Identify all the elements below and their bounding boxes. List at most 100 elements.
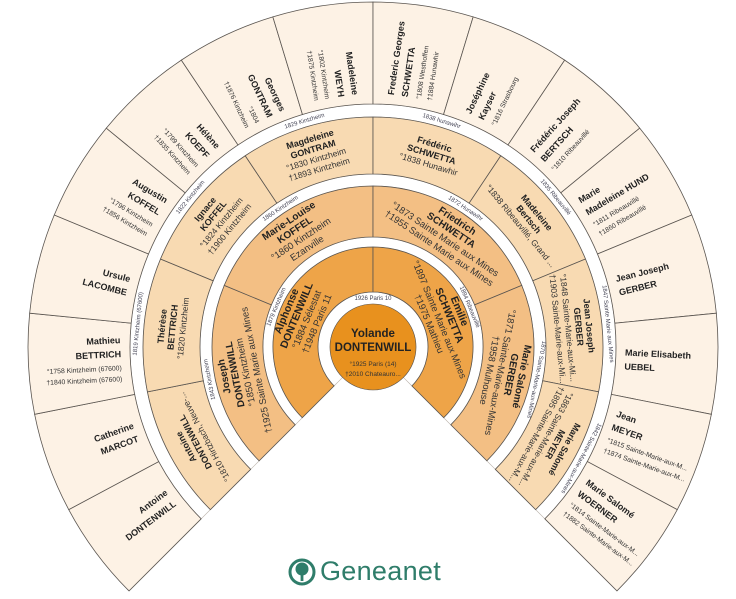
geneanet-logo[interactable]: Geneanet bbox=[288, 556, 441, 587]
death-info-part: † bbox=[222, 81, 230, 88]
root-last-name-part: DONTENWILL bbox=[335, 342, 412, 354]
person-first-name: Thérèse bbox=[156, 309, 169, 344]
person-first-name: Mathieu bbox=[86, 335, 120, 347]
death-info-part: † bbox=[427, 96, 435, 101]
person-last-name: GERBER bbox=[572, 307, 586, 347]
birth-info-part: ° bbox=[409, 259, 421, 267]
birth-info-part: ° bbox=[222, 476, 232, 484]
person-last-name: WEYH bbox=[332, 70, 346, 98]
root-circle[interactable] bbox=[329, 303, 417, 391]
root-death-info: †2010 Chateauro... bbox=[345, 371, 401, 378]
person-wedge[interactable] bbox=[372, 246, 474, 419]
death-info-part: † bbox=[411, 293, 423, 302]
birth-info-part: ° bbox=[490, 121, 499, 127]
root-birth-info: °1925 Paris (14) bbox=[349, 360, 396, 368]
birth-info-part: ° bbox=[389, 200, 398, 211]
root-last-name: DONTENWILL bbox=[335, 342, 412, 354]
person-last-name-part: UEBEL bbox=[624, 362, 655, 374]
death-info-part: † bbox=[287, 172, 295, 183]
tree-icon bbox=[288, 558, 316, 585]
person-last-name: BETTRICH bbox=[75, 349, 121, 361]
marriage-info: 1926 Paris 10 bbox=[354, 296, 392, 302]
person-wedge[interactable] bbox=[450, 284, 535, 462]
person-first-name-part: Mathieu bbox=[86, 335, 120, 347]
birth-info-part: ° bbox=[269, 252, 278, 263]
person-last-name-part: BETTRICH bbox=[75, 349, 121, 361]
birth-info-part: ° bbox=[506, 308, 518, 314]
person-wedge[interactable] bbox=[494, 380, 600, 511]
birth-info-part: ° bbox=[415, 95, 423, 99]
person-last-name: UEBEL bbox=[624, 362, 655, 374]
death-info-part: † bbox=[598, 230, 605, 238]
person-wedge[interactable] bbox=[272, 246, 374, 419]
marriage-info-part: 1926 Paris 10 bbox=[354, 296, 392, 302]
death-info-part: † bbox=[152, 134, 160, 142]
birth-info: °1758 Kintzheim (67600) bbox=[47, 364, 122, 376]
birth-info-part: ° bbox=[161, 127, 169, 135]
death-info-part: † bbox=[205, 247, 216, 257]
death-info-part: † bbox=[602, 448, 608, 456]
birth-info-part: ° bbox=[47, 368, 50, 376]
birth-info-part: ° bbox=[175, 355, 185, 359]
death-info-part: † bbox=[561, 511, 568, 519]
root-birth-info-part: ° bbox=[349, 360, 352, 368]
birth-info-part: ° bbox=[246, 105, 255, 111]
person-last-name-part: WEYH bbox=[332, 70, 346, 98]
root-death-info-part: 2010 Chateauro... bbox=[349, 371, 401, 378]
death-info-part: † bbox=[300, 346, 312, 355]
root-birth-info-part: 1925 Paris (14) bbox=[352, 361, 396, 368]
birth-info-part: ° bbox=[592, 220, 599, 228]
death-info-part: † bbox=[382, 209, 393, 221]
person-wedge[interactable] bbox=[544, 461, 678, 592]
birth-info-part: ° bbox=[568, 501, 575, 509]
root-first-name: Yolande bbox=[351, 328, 395, 340]
death-info-part: † bbox=[263, 427, 275, 434]
birth-info-part: 1758 Kintzheim (67600) bbox=[50, 365, 122, 376]
death-info: †1840 Kintzheim (67600) bbox=[46, 376, 122, 387]
birth-info-part: ° bbox=[398, 151, 404, 162]
marriage-label: 1926 Paris 10 bbox=[354, 296, 392, 302]
death-info-part: † bbox=[555, 385, 566, 394]
birth-info-part: ° bbox=[290, 343, 302, 351]
person-first-name-part: Thérèse bbox=[156, 309, 169, 344]
death-info-part: † bbox=[548, 274, 558, 280]
person-last-name-part: GERBER bbox=[572, 307, 586, 347]
birth-info-part: ° bbox=[108, 196, 115, 204]
birth-info-part: ° bbox=[316, 49, 324, 53]
death-info-part: 1840 Kintzheim (67600) bbox=[50, 376, 122, 387]
death-info-part: † bbox=[489, 335, 501, 342]
person-last-name-part: BETTRICH bbox=[165, 304, 179, 350]
death-info-part: † bbox=[46, 380, 50, 387]
birth-info-part: ° bbox=[565, 390, 575, 398]
birth-info-part: ° bbox=[198, 241, 208, 250]
birth-info-part: ° bbox=[247, 401, 259, 407]
birth-info-part: ° bbox=[285, 162, 291, 173]
birth-info-part: ° bbox=[484, 182, 494, 191]
person-last-name: BETTRICH bbox=[165, 304, 179, 350]
